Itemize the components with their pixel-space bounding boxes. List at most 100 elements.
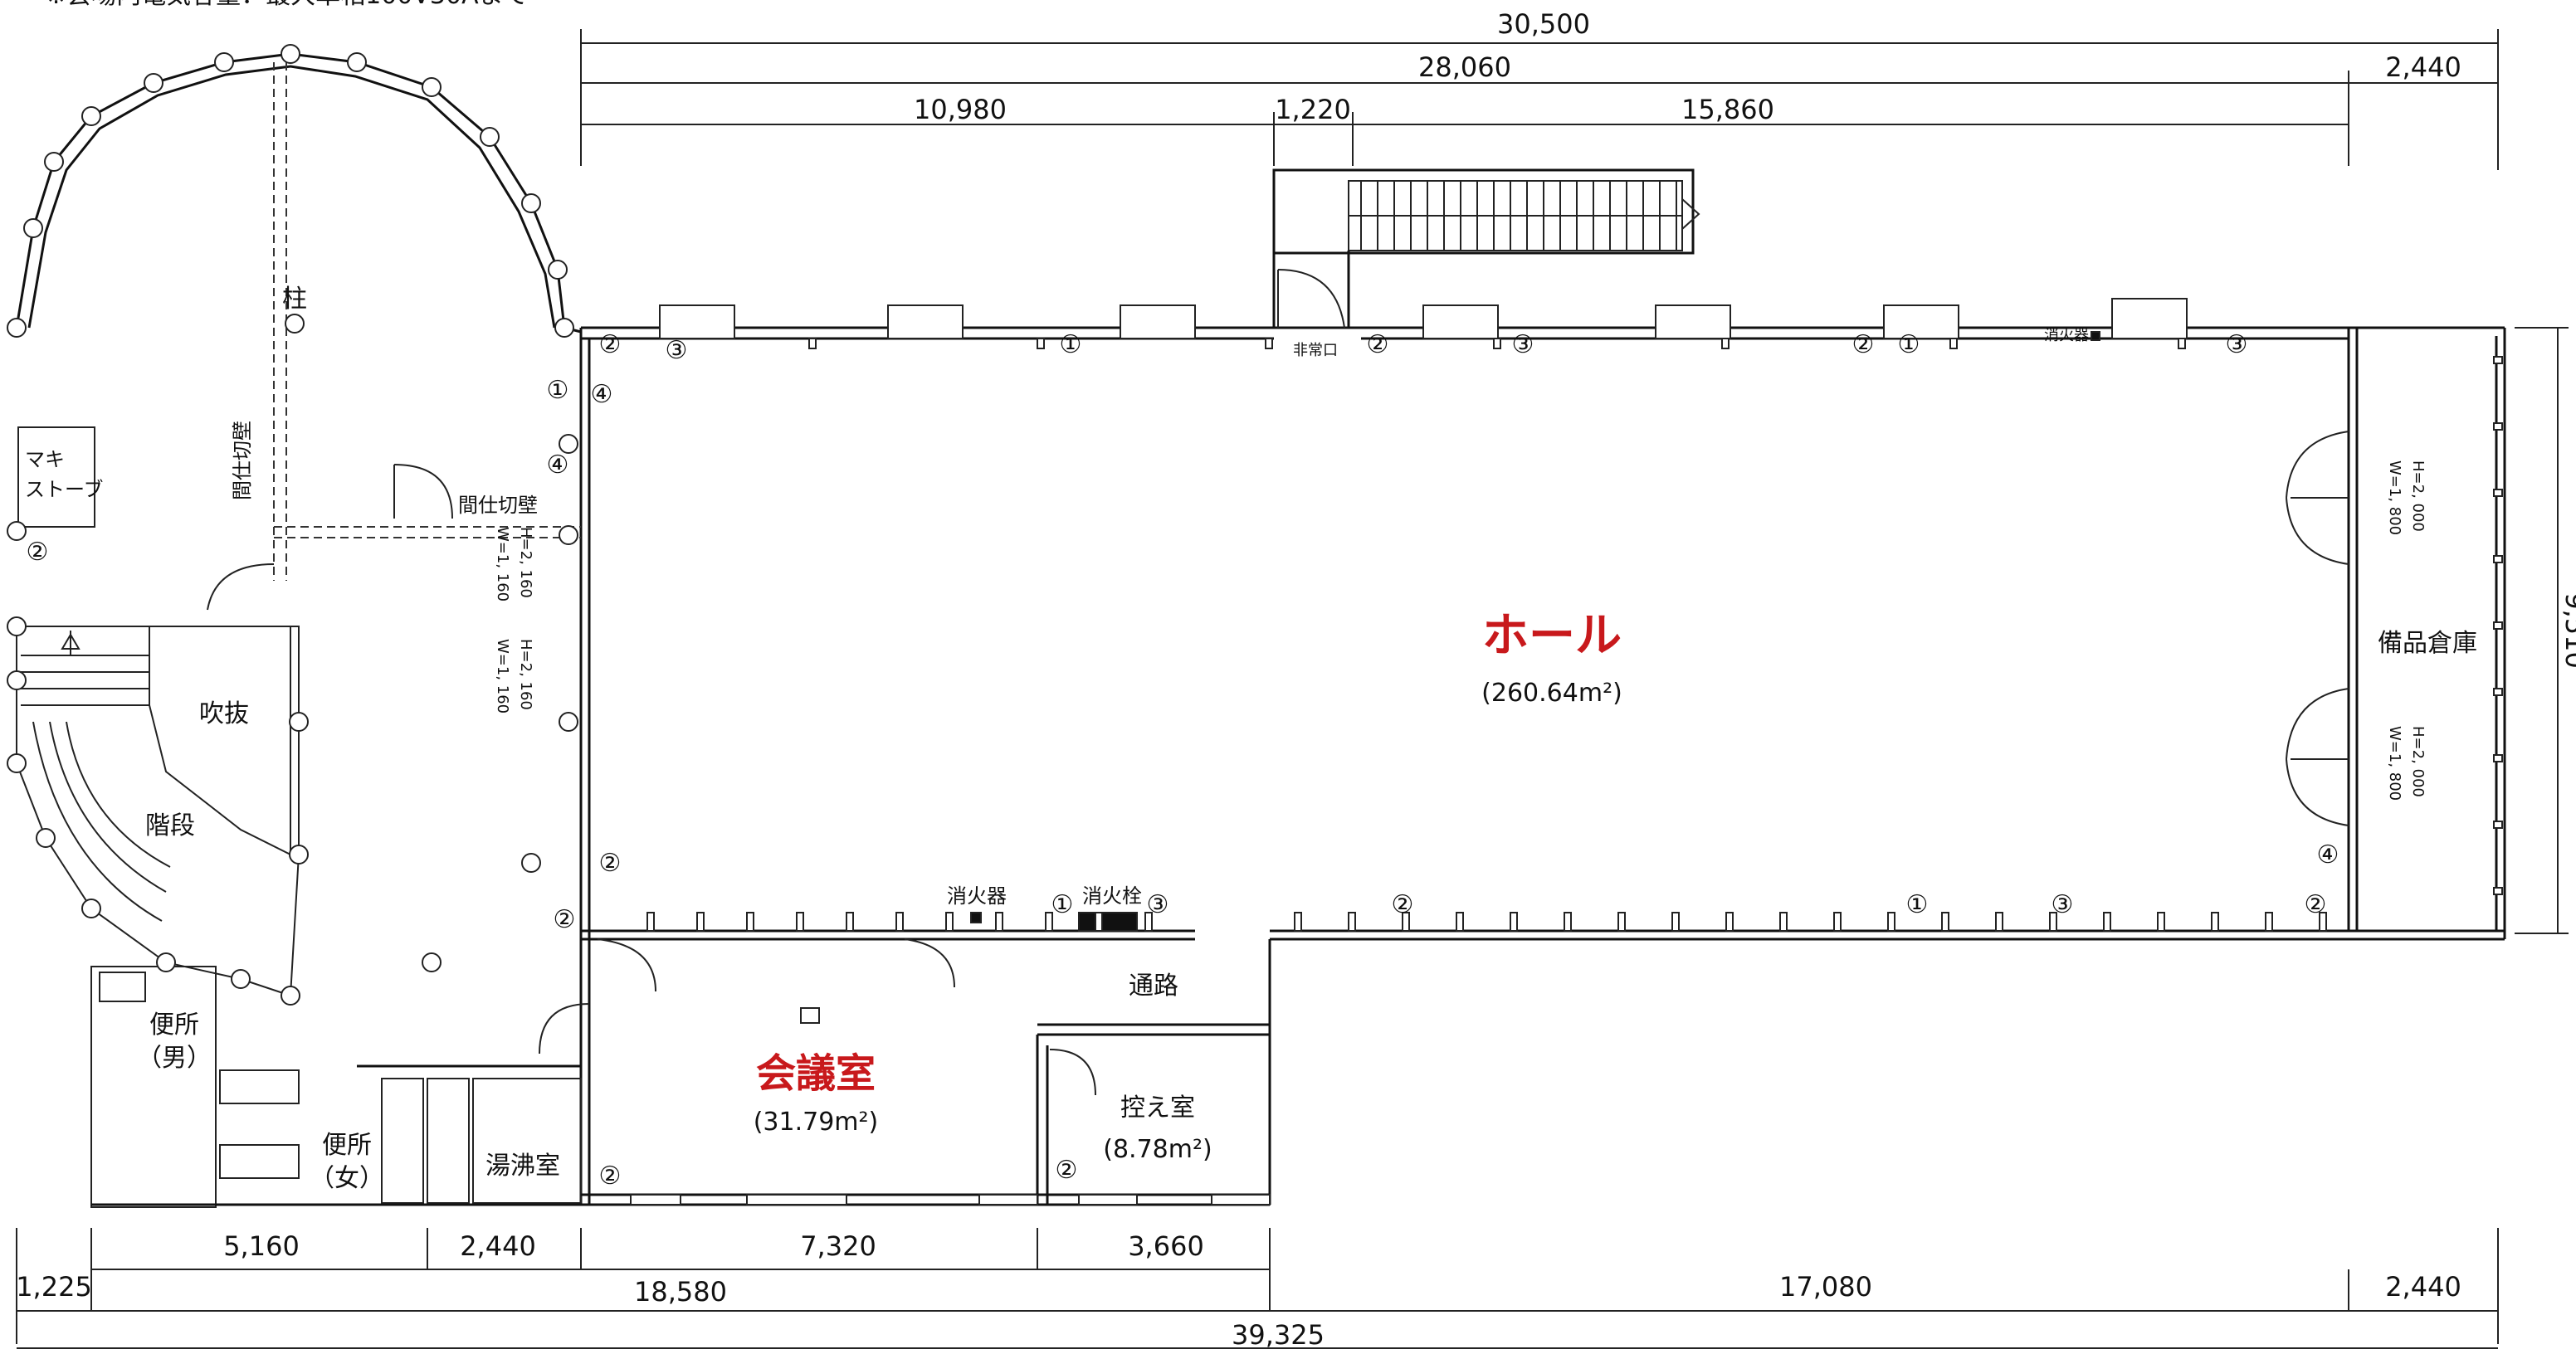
door-spec-left-1-w: W=1, 160 — [494, 527, 511, 602]
column-circle — [480, 127, 500, 147]
meeting-name: 会議室 — [756, 1050, 876, 1097]
meeting-area — [539, 331, 2100, 1206]
door-spec-left-2-w: W=1, 160 — [494, 639, 511, 714]
column-circle — [521, 193, 541, 213]
column-circle — [289, 712, 309, 732]
wall-tick — [1671, 912, 1680, 932]
wall-tick — [1721, 338, 1730, 349]
wall-tick — [2493, 422, 2503, 431]
column-circle — [7, 753, 27, 773]
wall-tick — [1045, 912, 1053, 932]
toilet-female-line1: 便所 — [322, 1131, 372, 1160]
atrium-label: 吹抜 — [199, 699, 249, 728]
door-spec-right-1-w: W=1, 800 — [2386, 460, 2403, 535]
wall-tick — [1617, 912, 1626, 932]
wall-tick — [2493, 821, 2503, 829]
wall-tick — [696, 912, 705, 932]
column-circle — [81, 899, 101, 918]
toilet-male-line1: 便所 — [149, 1011, 199, 1040]
column-circle — [44, 152, 64, 172]
outlet-marker: ① — [547, 376, 569, 405]
outlet-marker: ② — [2305, 890, 2327, 919]
wall-tick — [895, 912, 904, 932]
top-stairs — [1272, 168, 1700, 329]
dim-bottom-main: 17,080 — [1779, 1271, 1872, 1303]
wall-tick — [2493, 754, 2503, 762]
waiting-name: 控え室 — [1120, 1093, 1195, 1123]
dim-top-seg1: 10,980 — [914, 94, 1007, 125]
pillar-label: 柱 — [282, 285, 307, 314]
column-circle — [347, 52, 367, 72]
outlet-marker: ② — [1392, 890, 1414, 919]
column-circle — [521, 853, 541, 873]
door-spec-left-1: H=2, 160 W=1, 160 — [494, 527, 534, 602]
waiting-area: (8.78m²) — [1103, 1135, 1212, 1164]
outlet-marker: ② — [1852, 330, 1875, 359]
hydrant-label: 消火栓 — [1082, 884, 1142, 908]
wall-tick — [2493, 688, 2503, 696]
outlet-marker: ① — [1051, 890, 1074, 919]
dim-bottom-right: 2,440 — [2385, 1271, 2461, 1303]
outlet-marker: ③ — [2052, 890, 2074, 919]
electric-capacity-note: ※会場内電気容量：最大単相100V30Aまで — [46, 0, 529, 10]
wall-tick — [1949, 338, 1958, 349]
column-circle — [144, 73, 163, 93]
wall-tick — [646, 912, 655, 932]
column-circle — [7, 616, 27, 636]
outlet-marker: ② — [1367, 330, 1389, 359]
wall-tick — [1833, 912, 1842, 932]
outlet-marker: ③ — [1147, 890, 1169, 919]
extinguisher-label: 消火器 — [947, 884, 1007, 908]
column-circle — [281, 986, 300, 1006]
extinguisher-small-label: 消火器 — [2044, 327, 2089, 344]
outlet-marker: ② — [554, 905, 576, 934]
outlet-marker: ④ — [2317, 840, 2339, 869]
hall-area: (260.64m²) — [1481, 679, 1622, 708]
stove-line1: マキ — [25, 448, 65, 471]
wall-tick — [1779, 912, 1788, 932]
hall-name: ホール — [1482, 609, 1622, 663]
wall-tick — [2493, 621, 2503, 630]
door-spec-right-2-h: H=2, 000 — [2409, 726, 2427, 797]
wall-tick — [2049, 912, 2057, 932]
emergency-exit-label: 非常口 — [1293, 342, 1338, 359]
stove-line2: ストーブ — [25, 478, 104, 501]
wall-tick — [2319, 912, 2327, 932]
column-circle — [289, 845, 309, 865]
column-circle — [7, 670, 27, 690]
right-dimension: 9,510 — [2515, 327, 2576, 934]
door-spec-left-1-h: H=2, 160 — [517, 527, 534, 598]
columns — [7, 44, 578, 1006]
dim-bottom-seg4: 3,660 — [1128, 1230, 1204, 1262]
wall-tick — [1564, 912, 1572, 932]
column-circle — [559, 434, 578, 454]
partition-horizontal-label: 間仕切壁 — [458, 494, 538, 517]
outlet-marker: ② — [599, 330, 622, 359]
column-circle — [23, 218, 43, 238]
wall-tick — [1294, 912, 1302, 932]
dim-bottom-seg2: 2,440 — [460, 1230, 536, 1262]
wall-tick — [1456, 912, 1464, 932]
dim-top-total: 30,500 — [1497, 8, 1590, 40]
door-spec-right-2-w: W=1, 800 — [2386, 726, 2403, 801]
column-circle — [559, 712, 578, 732]
corridor-label: 通路 — [1129, 972, 1178, 1001]
outlet-marker: ① — [1906, 890, 1929, 919]
column-circle — [281, 44, 300, 64]
wall-tick — [2157, 912, 2165, 932]
hall-wall-ticks — [646, 338, 2503, 932]
column-circle — [36, 828, 56, 848]
wall-tick — [1887, 912, 1895, 932]
top-dimensions: 30,500 28,060 2,440 10,980 1,220 15,860 — [580, 8, 2499, 170]
outlet-marker: ① — [1060, 330, 1082, 359]
door-spec-right-1-h: H=2, 000 — [2409, 460, 2427, 532]
stair-steps — [1349, 181, 1682, 251]
wall-tick — [746, 912, 754, 932]
dim-bottom-seg3: 7,320 — [800, 1230, 876, 1262]
dim-bottom-seg1: 5,160 — [223, 1230, 300, 1262]
outlet-marker: ④ — [547, 451, 569, 480]
column-circle — [7, 521, 27, 541]
outlet-marker: ② — [599, 1162, 622, 1191]
door-spec-right-1: H=2, 000 W=1, 800 — [2386, 460, 2427, 535]
